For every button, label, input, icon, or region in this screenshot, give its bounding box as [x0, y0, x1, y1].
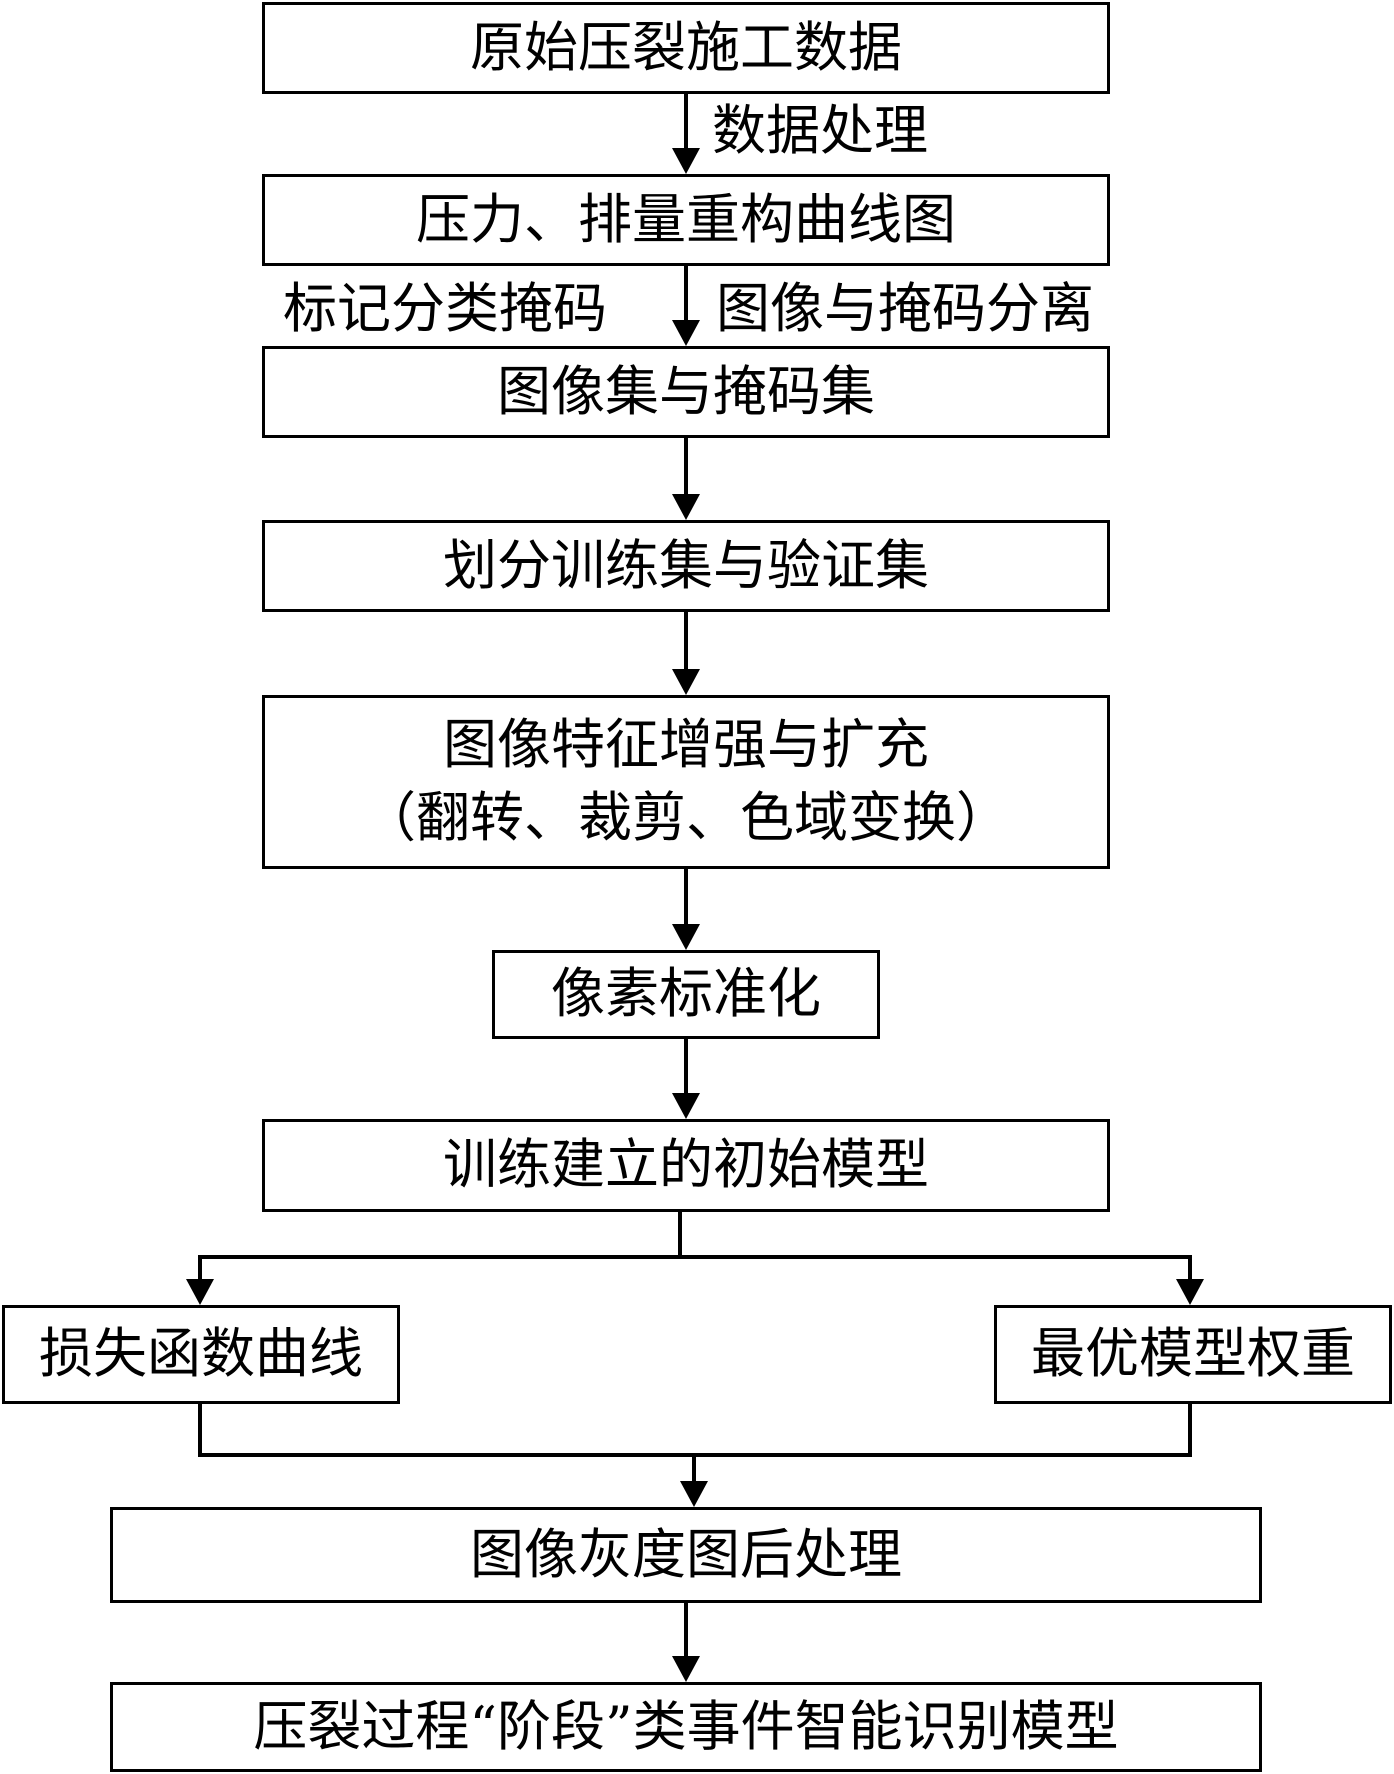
node-normalize: 像素标准化: [492, 950, 880, 1039]
arrowhead-icon: [672, 924, 700, 950]
edge-label-separate: 图像与掩码分离: [716, 277, 1094, 340]
node-raw-data: 原始压裂施工数据: [262, 2, 1110, 94]
arrowhead-icon: [1176, 1279, 1204, 1305]
node-split: 划分训练集与验证集: [262, 520, 1110, 612]
node-loss-curve-label: 损失函数曲线: [39, 1322, 363, 1386]
node-initial-model: 训练建立的初始模型: [262, 1119, 1110, 1212]
node-augment: 图像特征增强与扩充 （翻转、裁剪、色域变换）: [262, 695, 1110, 869]
node-final-model: 压裂过程“阶段”类事件智能识别模型: [110, 1682, 1262, 1772]
arrowhead-icon: [680, 1481, 708, 1507]
node-postprocess: 图像灰度图后处理: [110, 1507, 1262, 1603]
node-normalize-label: 像素标准化: [551, 962, 821, 1026]
arrowhead-icon: [672, 669, 700, 695]
node-curve: 压力、排量重构曲线图: [262, 174, 1110, 266]
node-image-mask-sets-label: 图像集与掩码集: [497, 359, 875, 423]
connector-model-split-right: [680, 1255, 1192, 1283]
node-best-weights: 最优模型权重: [994, 1305, 1392, 1404]
node-split-label: 划分训练集与验证集: [443, 533, 929, 597]
node-final-model-label: 压裂过程“阶段”类事件智能识别模型: [253, 1694, 1119, 1758]
node-initial-model-label: 训练建立的初始模型: [443, 1133, 929, 1197]
node-loss-curve: 损失函数曲线: [2, 1305, 400, 1404]
node-image-mask-sets: 图像集与掩码集: [262, 346, 1110, 438]
node-raw-data-label: 原始压裂施工数据: [470, 15, 902, 79]
node-augment-label-line1: 图像特征增强与扩充: [443, 713, 929, 777]
node-curve-label: 压力、排量重构曲线图: [416, 187, 956, 251]
arrowhead-icon: [672, 494, 700, 520]
arrowhead-icon: [672, 148, 700, 174]
arrowhead-icon: [672, 1093, 700, 1119]
arrowhead-icon: [672, 1656, 700, 1682]
node-augment-label-line2: （翻转、裁剪、色域变换）: [362, 786, 1010, 849]
connector-model-split: [198, 1210, 682, 1283]
arrowhead-icon: [186, 1279, 214, 1305]
node-postprocess-label: 图像灰度图后处理: [470, 1522, 902, 1586]
connector-merge: [198, 1402, 1192, 1457]
node-best-weights-label: 最优模型权重: [1031, 1322, 1355, 1386]
edge-label-data-processing: 数据处理: [712, 99, 928, 162]
arrowhead-icon: [672, 320, 700, 346]
edge-label-label-mask: 标记分类掩码: [283, 277, 607, 340]
